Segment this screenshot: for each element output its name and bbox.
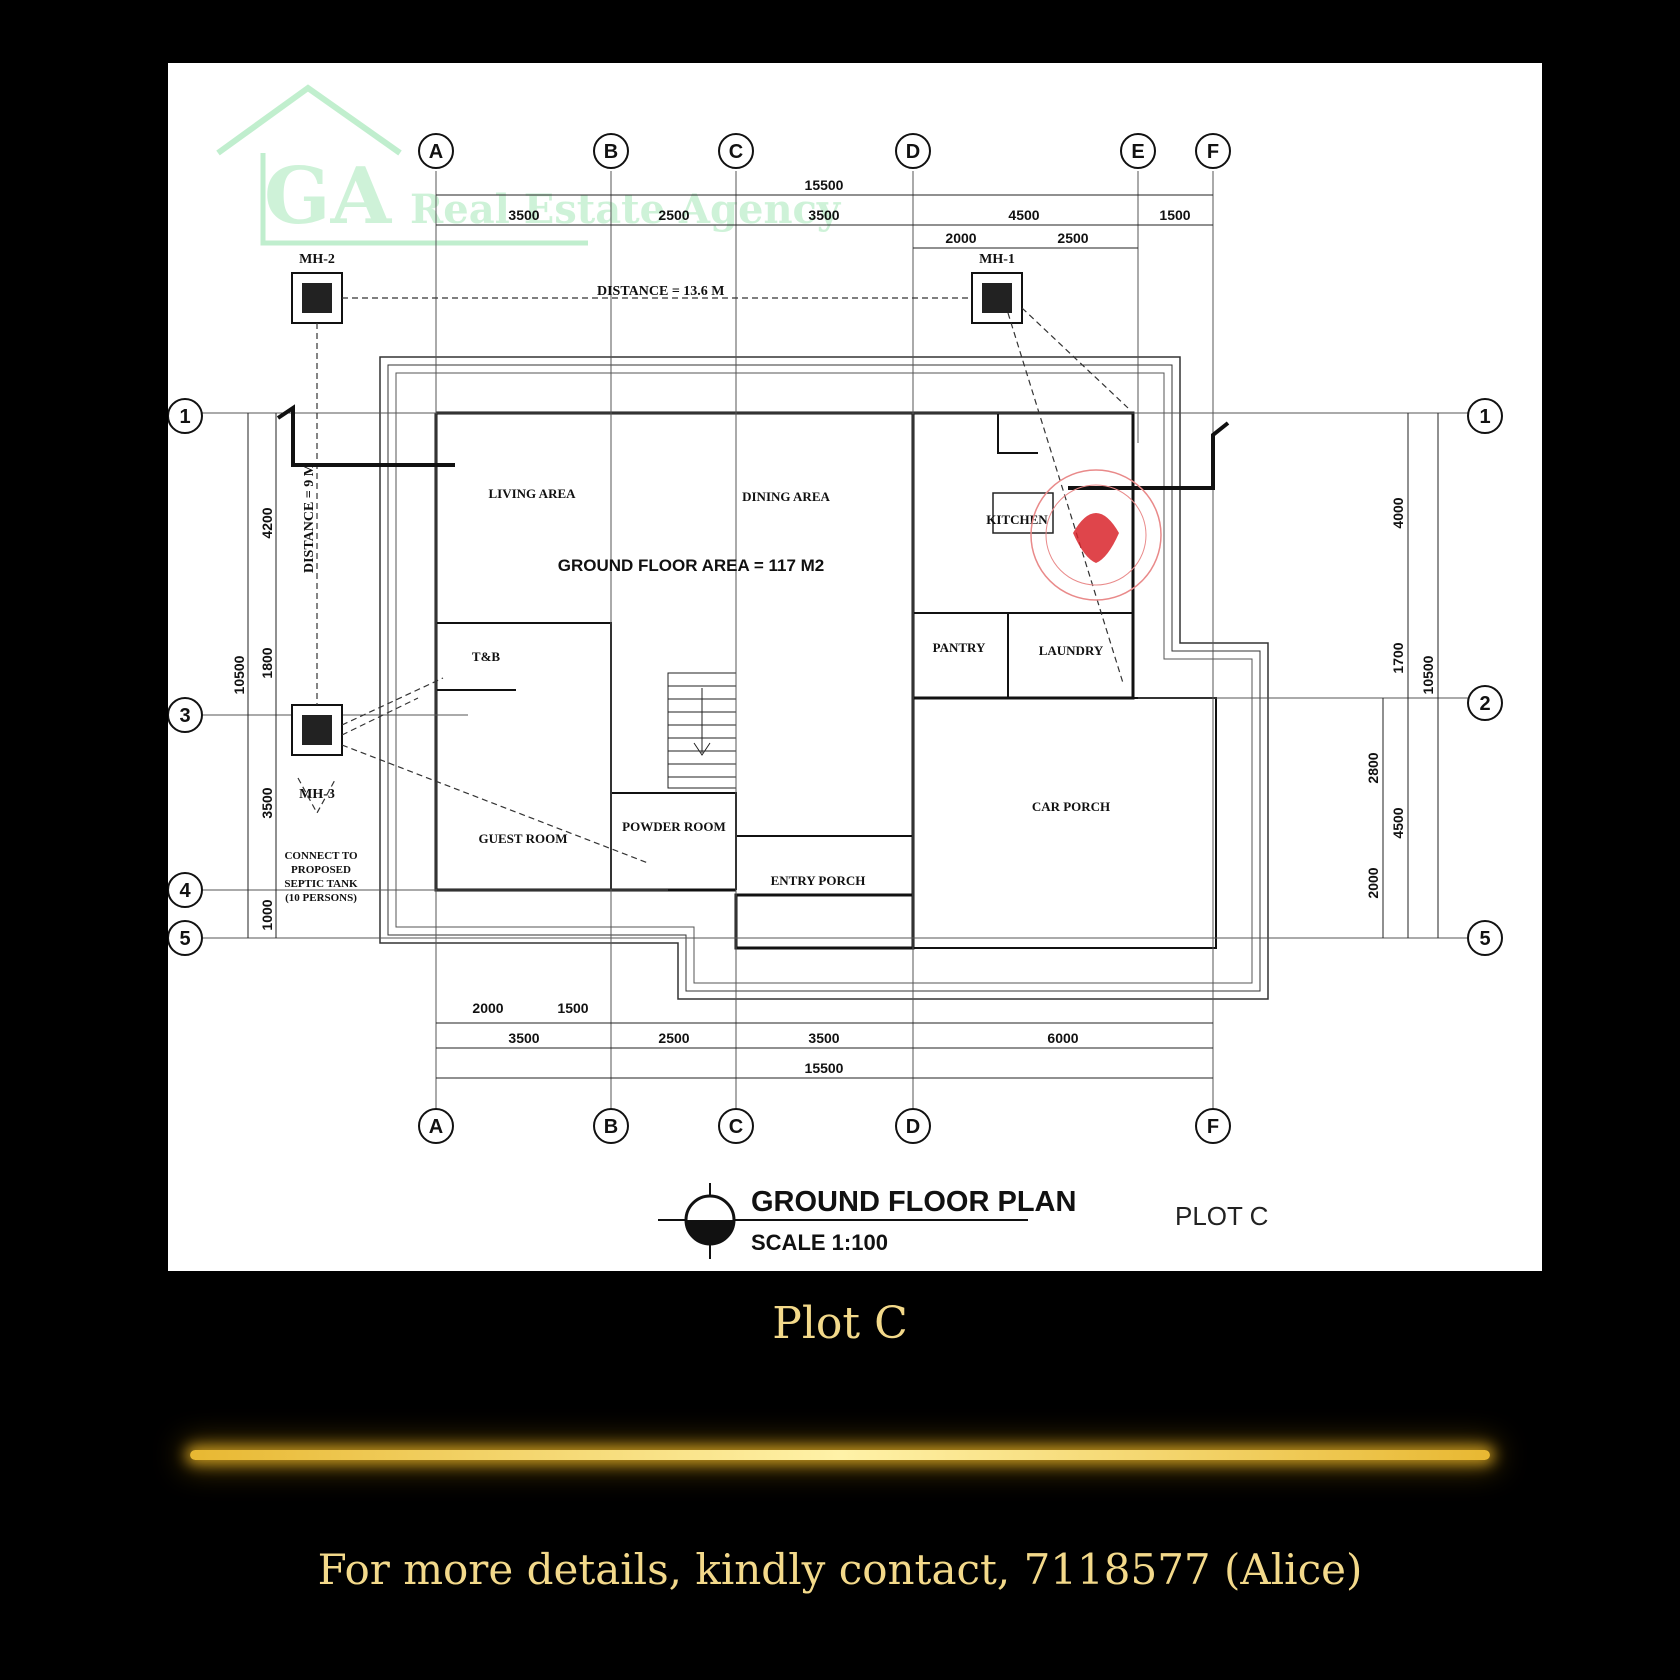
distance-horizontal-label: DISTANCE = 13.6 M	[597, 284, 725, 299]
plan-scale: SCALE 1:100	[751, 1230, 888, 1255]
company-stamp	[1030, 469, 1162, 601]
dim-left-total: 10500	[231, 655, 247, 694]
grid-label-5-right: 5	[1479, 928, 1490, 950]
plot-caption: Plot C	[772, 1298, 908, 1349]
grid-label-d-top: D	[906, 141, 920, 163]
grid-label-1-right: 1	[1479, 406, 1490, 428]
watermark-initials: GA	[264, 151, 393, 242]
plan-title-symbol	[658, 1183, 1028, 1259]
room-pantry: PANTRY	[933, 640, 986, 655]
room-entry-porch: ENTRY PORCH	[771, 873, 866, 888]
grid-label-d-bottom: D	[906, 1116, 920, 1138]
septic-note-line-1: CONNECT TO	[284, 850, 357, 862]
room-kitchen: KITCHEN	[986, 512, 1048, 527]
dim-bottom-1: 3500	[508, 1030, 539, 1046]
floor-plan-image: GA Real Estate Agency	[168, 63, 1542, 1271]
grid-label-a-top: A	[429, 141, 443, 163]
grid-label-a-bottom: A	[429, 1116, 443, 1138]
north-arrow-left	[276, 404, 455, 467]
dim-overall-top: 15500	[805, 177, 844, 193]
manhole-label-mh2: MH-2	[299, 252, 335, 267]
dim-bottom-sub-1: 2000	[472, 1000, 503, 1016]
dim-left-2: 1800	[259, 647, 275, 678]
dim-top-5: 1500	[1159, 207, 1190, 223]
floor-plan-drawing: GA Real Estate Agency	[168, 84, 1503, 1259]
grid-label-c-bottom: C	[729, 1116, 743, 1138]
grid-label-5-left: 5	[179, 928, 190, 950]
gold-divider	[190, 1450, 1490, 1460]
plan-title: GROUND FLOOR PLAN	[751, 1186, 1076, 1218]
grid-label-f-bottom: F	[1207, 1116, 1219, 1138]
watermark-logo: GA Real Estate Agency	[216, 84, 842, 246]
dim-left-3: 3500	[259, 787, 275, 818]
dim-right-sub-1: 2800	[1365, 752, 1381, 783]
dim-right-3: 4500	[1390, 807, 1406, 838]
dim-overall-bottom: 15500	[805, 1060, 844, 1076]
manhole-label-mh1: MH-1	[979, 252, 1015, 267]
dim-bottom-4: 6000	[1047, 1030, 1078, 1046]
grid-label-4-left: 4	[179, 880, 191, 902]
dim-top-1: 3500	[508, 207, 539, 223]
septic-note-line-3: SEPTIC TANK	[284, 878, 358, 890]
north-arrow-right	[1068, 421, 1230, 490]
contact-text: For more details, kindly contact, 711857…	[317, 1545, 1363, 1594]
grid-label-2-right: 2	[1479, 693, 1490, 715]
grid-label-b-bottom: B	[604, 1116, 618, 1138]
room-living-area: LIVING AREA	[488, 486, 576, 501]
grid-label-1-left: 1	[179, 406, 190, 428]
watermark-name: Real Estate Agency	[410, 186, 842, 233]
dim-top-4: 4500	[1008, 207, 1039, 223]
room-guest-room: GUEST ROOM	[479, 831, 568, 846]
septic-note-line-4: (10 PERSONS)	[285, 892, 357, 904]
septic-note-line-2: PROPOSED	[291, 864, 351, 876]
dim-bottom-sub-2: 1500	[557, 1000, 588, 1016]
room-dining-area: DINING AREA	[742, 489, 830, 504]
ground-floor-area-label: GROUND FLOOR AREA = 117 M2	[558, 556, 825, 575]
plot-label: PLOT C	[1175, 1201, 1268, 1231]
dim-top-sub-2: 2500	[1057, 230, 1088, 246]
grid-label-e-top: E	[1131, 141, 1144, 163]
dim-left-4: 1000	[259, 899, 275, 930]
dim-bottom-3: 3500	[808, 1030, 839, 1046]
distance-vertical-label: DISTANCE = 9 M	[302, 463, 317, 573]
dim-bottom-2: 2500	[658, 1030, 689, 1046]
dim-left-1: 4200	[259, 507, 275, 538]
room-powder-room: POWDER ROOM	[622, 819, 726, 834]
dim-right-sub-2: 2000	[1365, 867, 1381, 898]
grid-label-3-left: 3	[179, 705, 190, 727]
dim-top-sub-1: 2000	[945, 230, 976, 246]
dim-top-3: 3500	[808, 207, 839, 223]
grid-label-b-top: B	[604, 141, 618, 163]
room-tb: T&B	[472, 649, 501, 664]
room-laundry: LAUNDRY	[1039, 643, 1104, 658]
dim-right-2: 1700	[1390, 642, 1406, 673]
room-car-porch: CAR PORCH	[1032, 799, 1110, 814]
dim-right-1: 4000	[1390, 497, 1406, 528]
grid-label-c-top: C	[729, 141, 743, 163]
grid-bubbles	[168, 133, 1503, 1144]
dim-right-total: 10500	[1420, 655, 1436, 694]
dim-top-2: 2500	[658, 207, 689, 223]
manholes	[291, 272, 1023, 756]
manhole-label-mh3: MH-3	[299, 787, 335, 802]
grid-label-f-top: F	[1207, 141, 1219, 163]
